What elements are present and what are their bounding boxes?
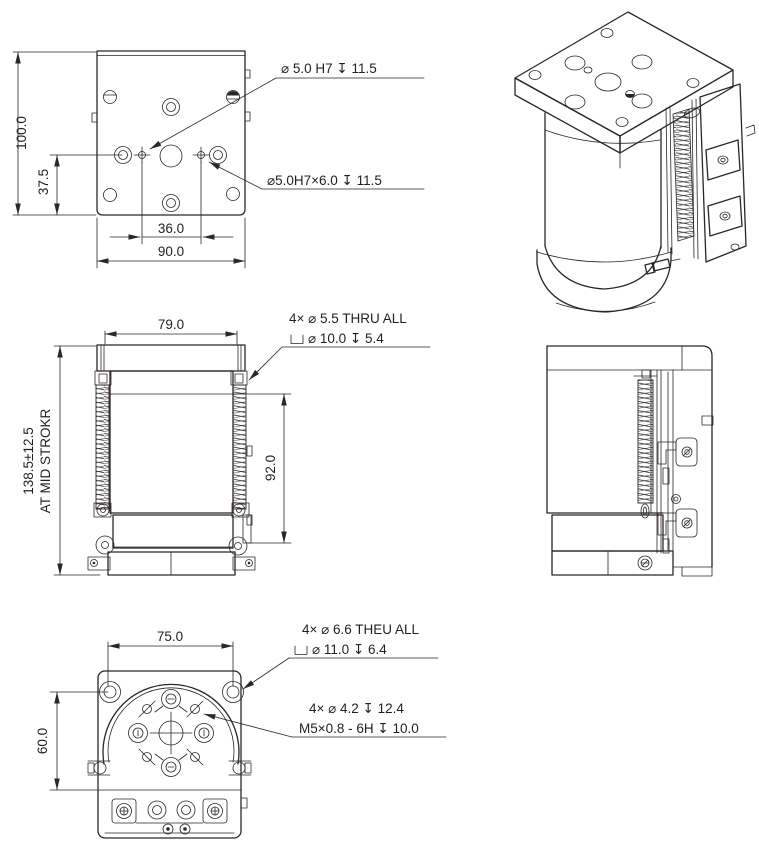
isometric-view: [514, 11, 756, 313]
dim-100: 100.0: [14, 116, 29, 150]
side-spring: [637, 379, 654, 504]
note-bottom-cbore-1: 4× ⌀ 6.6 THEU ALL: [302, 622, 420, 637]
counterbore-icon: [290, 334, 304, 344]
dim-79: 79.0: [158, 317, 184, 332]
note-bottom-tap-2: M5×0.8 - 6H ↧ 10.0: [299, 721, 419, 736]
note-bottom-cbore-2: ⌀ 11.0 ↧ 6.4: [312, 642, 387, 657]
side-view: [546, 345, 714, 577]
front-view: 79.0 138.5±12.5 AT MID STROKR 92.0 4× ⌀ …: [21, 311, 431, 576]
dim-60: 60.0: [35, 728, 50, 754]
dim-75: 75.0: [157, 629, 183, 644]
top-view: 100.0 37.5 36.0 90.0 ⌀ 5.0 H7 ↧ 11.5 ⌀5.…: [12, 50, 425, 269]
note-front-cbore-2: ⌀ 10.0 ↧ 5.4: [308, 331, 384, 346]
left-spring: [95, 384, 110, 510]
dim-90: 90.0: [158, 244, 184, 259]
bolt-pattern: [128, 689, 214, 777]
counterbore-icon: [294, 645, 308, 655]
note-dowel-top: ⌀ 5.0 H7 ↧ 11.5: [281, 61, 377, 76]
iso-plate-holes: [528, 28, 700, 127]
top-view-holes: [103, 90, 240, 212]
right-spring: [232, 384, 247, 510]
dim-37-5: 37.5: [36, 169, 51, 195]
dim-138-5: 138.5±12.5: [21, 427, 36, 494]
note-front-cbore-1: 4× ⌀ 5.5 THRU ALL: [289, 311, 407, 326]
dim-138-5-qualifier: AT MID STROKR: [38, 409, 53, 514]
dim-92: 92.0: [263, 455, 278, 481]
bottom-view: 75.0 60.0 4× ⌀ 6.6 THEU ALL ⌀ 11.0 ↧ 6.4…: [35, 622, 447, 839]
dim-36: 36.0: [158, 221, 184, 236]
note-bottom-tap-1: 4× ⌀ 4.2 ↧ 12.4: [309, 701, 404, 716]
note-dowel-side: ⌀5.0H7×6.0 ↧ 11.5: [267, 173, 382, 188]
